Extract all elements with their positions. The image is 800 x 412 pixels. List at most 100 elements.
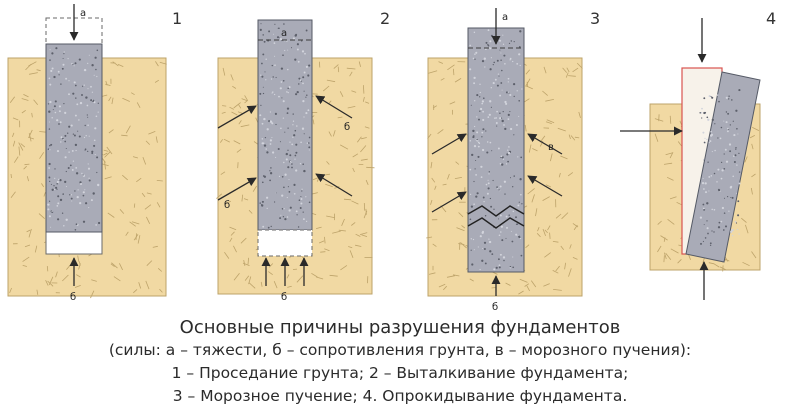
concrete-speckle — [479, 268, 481, 271]
concrete-speckle — [68, 151, 70, 153]
concrete-speckle — [301, 50, 305, 53]
soil-stroke — [749, 135, 755, 139]
concrete-speckle — [73, 134, 76, 137]
soil-stroke — [660, 235, 668, 241]
concrete-speckle — [93, 144, 96, 147]
concrete-speckle — [716, 94, 719, 96]
concrete-speckle — [261, 62, 263, 65]
force-v-arrow-left-upper-3 — [431, 133, 467, 155]
concrete-speckle — [305, 196, 307, 198]
soil-stroke — [133, 234, 139, 241]
soil-stroke — [229, 226, 237, 231]
concrete-speckle — [283, 23, 285, 25]
soil-stroke — [346, 67, 356, 70]
concrete-speckle — [493, 61, 495, 64]
concrete-speckle — [281, 175, 284, 178]
concrete-speckle — [482, 247, 484, 249]
concrete-speckle — [471, 153, 474, 157]
soil-stroke — [491, 287, 496, 289]
concrete-speckle — [86, 114, 88, 116]
concrete-speckle — [502, 256, 506, 259]
concrete-speckle — [718, 100, 720, 103]
soil-stroke — [360, 145, 367, 153]
concrete-speckle — [713, 231, 715, 233]
soil-stroke — [339, 91, 344, 97]
concrete-speckle — [717, 226, 721, 229]
concrete-speckle — [498, 258, 500, 261]
concrete-speckle — [74, 190, 76, 192]
concrete-speckle — [519, 64, 521, 67]
concrete-speckle — [504, 62, 506, 65]
soil-stroke — [248, 282, 256, 289]
concrete-speckle — [505, 237, 507, 239]
concrete-speckle — [71, 200, 73, 202]
concrete-speckle — [269, 120, 271, 122]
concrete-speckle — [65, 170, 67, 173]
concrete-speckle — [496, 125, 498, 127]
concrete-speckle — [294, 58, 297, 61]
concrete-speckle — [738, 171, 741, 173]
concrete-speckle — [67, 58, 69, 60]
force-b-arrow-left-2 — [217, 177, 257, 201]
concrete-speckle — [277, 147, 280, 151]
concrete-speckle — [730, 196, 732, 199]
concrete-speckle — [469, 218, 472, 221]
concrete-speckle — [305, 65, 308, 68]
concrete-speckle — [286, 216, 289, 218]
soil-stroke — [526, 81, 529, 87]
soil-stroke — [248, 209, 253, 214]
concrete-speckle — [728, 95, 730, 97]
concrete-speckle — [74, 143, 78, 147]
concrete-speckle — [260, 204, 263, 206]
concrete-speckle — [703, 97, 706, 100]
concrete-speckle — [489, 40, 492, 43]
concrete-speckle — [498, 264, 501, 267]
concrete-speckle — [503, 259, 505, 262]
soil-stroke — [361, 137, 367, 140]
soil-stroke — [79, 261, 81, 266]
concrete-speckle — [728, 210, 730, 212]
concrete-speckle — [306, 142, 309, 144]
soil-stroke — [550, 153, 553, 162]
soil-stroke — [10, 173, 12, 179]
concrete-speckle — [487, 187, 490, 190]
soil-stroke — [47, 280, 54, 287]
concrete-speckle — [704, 182, 707, 185]
soil-stroke — [125, 231, 129, 236]
soil-stroke — [27, 136, 35, 140]
concrete-speckle — [84, 189, 86, 191]
soil-stroke — [560, 155, 568, 160]
concrete-speckle — [296, 214, 298, 216]
concrete-speckle — [513, 134, 515, 136]
concrete-speckle — [48, 128, 51, 130]
concrete-speckle — [305, 220, 308, 223]
concrete-speckle — [481, 131, 484, 134]
concrete-speckle — [706, 202, 709, 205]
concrete-speckle — [472, 136, 475, 139]
concrete-speckle — [499, 49, 501, 51]
soil-stroke — [546, 119, 555, 124]
concrete-speckle — [720, 126, 723, 129]
soil-stroke — [505, 282, 511, 286]
concrete-speckle — [504, 127, 507, 131]
soil-stroke — [454, 78, 462, 83]
concrete-speckle — [93, 139, 96, 142]
soil-stroke — [222, 105, 227, 107]
concrete-speckle — [68, 93, 70, 96]
soil-stroke — [131, 221, 140, 225]
soil-stroke — [428, 272, 436, 275]
concrete-speckle — [470, 104, 472, 106]
soil-stroke — [555, 265, 560, 272]
concrete-speckle — [518, 99, 521, 102]
concrete-speckle — [709, 242, 712, 245]
concrete-speckle — [297, 226, 300, 228]
concrete-speckle — [261, 138, 264, 140]
concrete-speckle — [299, 79, 302, 82]
soil-stroke — [361, 234, 368, 237]
concrete-speckle — [499, 117, 502, 120]
concrete-speckle — [499, 190, 501, 192]
soil-stroke — [745, 224, 749, 234]
concrete-speckle — [81, 85, 84, 87]
concrete-speckle — [73, 81, 76, 84]
force-v-arrow-left-lower-3 — [431, 191, 467, 213]
